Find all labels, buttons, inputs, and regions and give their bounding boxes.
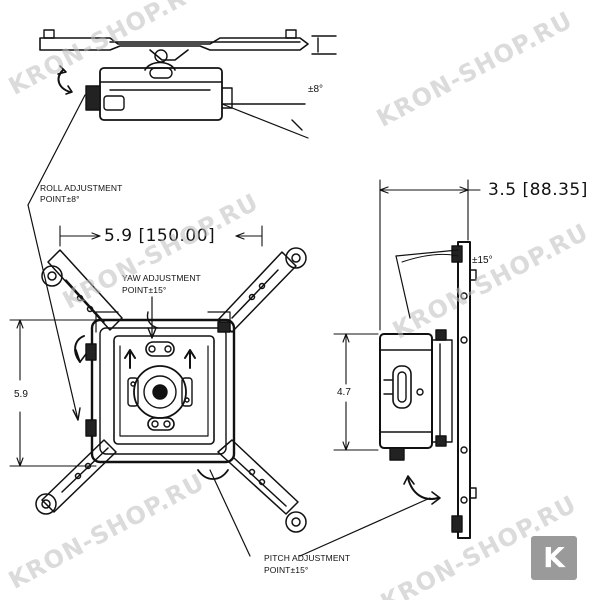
top-view — [39, 29, 337, 139]
roll-label-title: ROLL ADJUSTMENT — [40, 183, 123, 193]
width-dimension: 5.9 [150.00] — [104, 226, 216, 246]
yaw-label-value: POINT±15° — [122, 285, 167, 295]
roll-arrow-icon — [57, 69, 71, 93]
front-view — [35, 247, 307, 533]
pitch-angle-label: ±15° — [472, 255, 493, 266]
pitch-arrow-icon — [197, 469, 229, 480]
pitch-arrow-icon — [407, 477, 439, 500]
dimension-lines-front — [9, 225, 263, 467]
brand-logo: K — [531, 536, 577, 580]
side-view — [379, 241, 477, 539]
screw-icon — [43, 29, 55, 39]
pitch-label-title: PITCH ADJUSTMENT — [264, 553, 351, 563]
pitch-label-value: POINT±15° — [264, 565, 309, 575]
roll-arrow-icon — [74, 335, 85, 363]
yaw-arrow-icon — [146, 311, 159, 329]
height-dimension-left: 5.9 — [14, 389, 28, 400]
yaw-label-title: YAW ADJUSTMENT — [122, 273, 201, 283]
roll-angle-label: ±8° — [308, 84, 324, 95]
bracket-icon — [35, 247, 307, 533]
roll-label-value: POINT±8° — [40, 194, 80, 204]
dimension-lines-side — [333, 179, 481, 451]
height-dimension-right: 4.7 — [337, 387, 351, 398]
screw-icon — [285, 29, 297, 39]
depth-dimension: 3.5 [88.35] — [488, 180, 588, 200]
